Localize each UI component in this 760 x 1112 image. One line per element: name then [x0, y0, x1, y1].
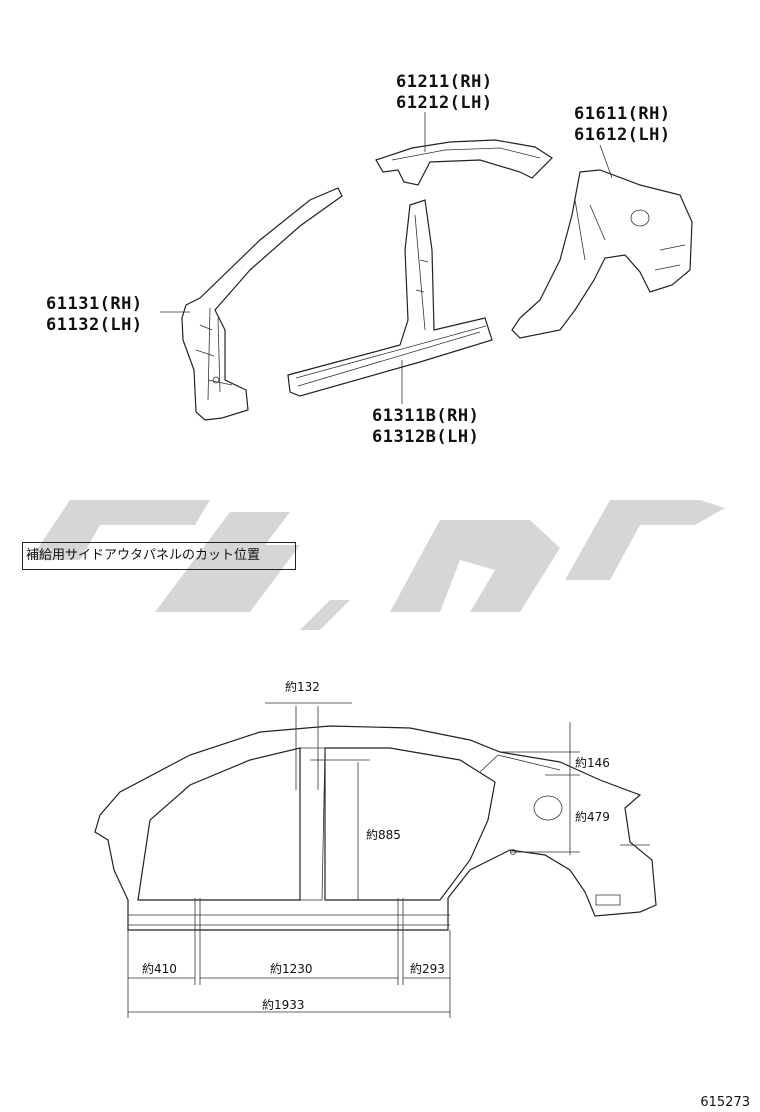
part-number-lh: 61612(LH)	[574, 125, 671, 145]
part-number-rh: 61131(RH)	[46, 294, 143, 314]
part-number-lh: 61312B(LH)	[372, 427, 480, 447]
quarter-panel-part	[511, 169, 693, 339]
part-number-lh: 61212(LH)	[396, 93, 493, 113]
dimension-132: 約132	[285, 680, 320, 694]
dimension-lines	[127, 702, 580, 1018]
dimension-479: 約479	[575, 810, 610, 824]
part-label-61131: 61131(RH) 61132(LH)	[46, 294, 143, 336]
part-number-rh: 61611(RH)	[574, 104, 671, 124]
part-number-rh: 61211(RH)	[396, 72, 493, 92]
dimension-885: 約885	[366, 828, 401, 842]
center-pillar-rocker-part	[287, 199, 493, 397]
body-side-outline	[94, 725, 657, 931]
dimension-410: 約410	[142, 962, 177, 976]
part-number-lh: 61132(LH)	[46, 315, 143, 335]
a-pillar-part	[181, 187, 343, 421]
part-label-61211: 61211(RH) 61212(LH)	[396, 72, 493, 114]
part-number-rh: 61311B(RH)	[372, 406, 480, 426]
diagram-reference-number: 615273	[700, 1095, 750, 1110]
dimension-293: 約293	[410, 962, 445, 976]
leader-lines	[160, 112, 613, 404]
dimension-1230: 約1230	[270, 962, 313, 976]
roof-rail-part	[375, 139, 553, 186]
watermark-logo	[30, 500, 725, 630]
dimension-1933: 約1933	[262, 998, 305, 1012]
part-label-61311: 61311B(RH) 61312B(LH)	[372, 406, 479, 448]
part-label-61611: 61611(RH) 61612(LH)	[574, 104, 671, 146]
cut-position-note: 補給用サイドアウタパネルのカット位置	[22, 542, 296, 570]
dimension-146: 約146	[575, 756, 610, 770]
